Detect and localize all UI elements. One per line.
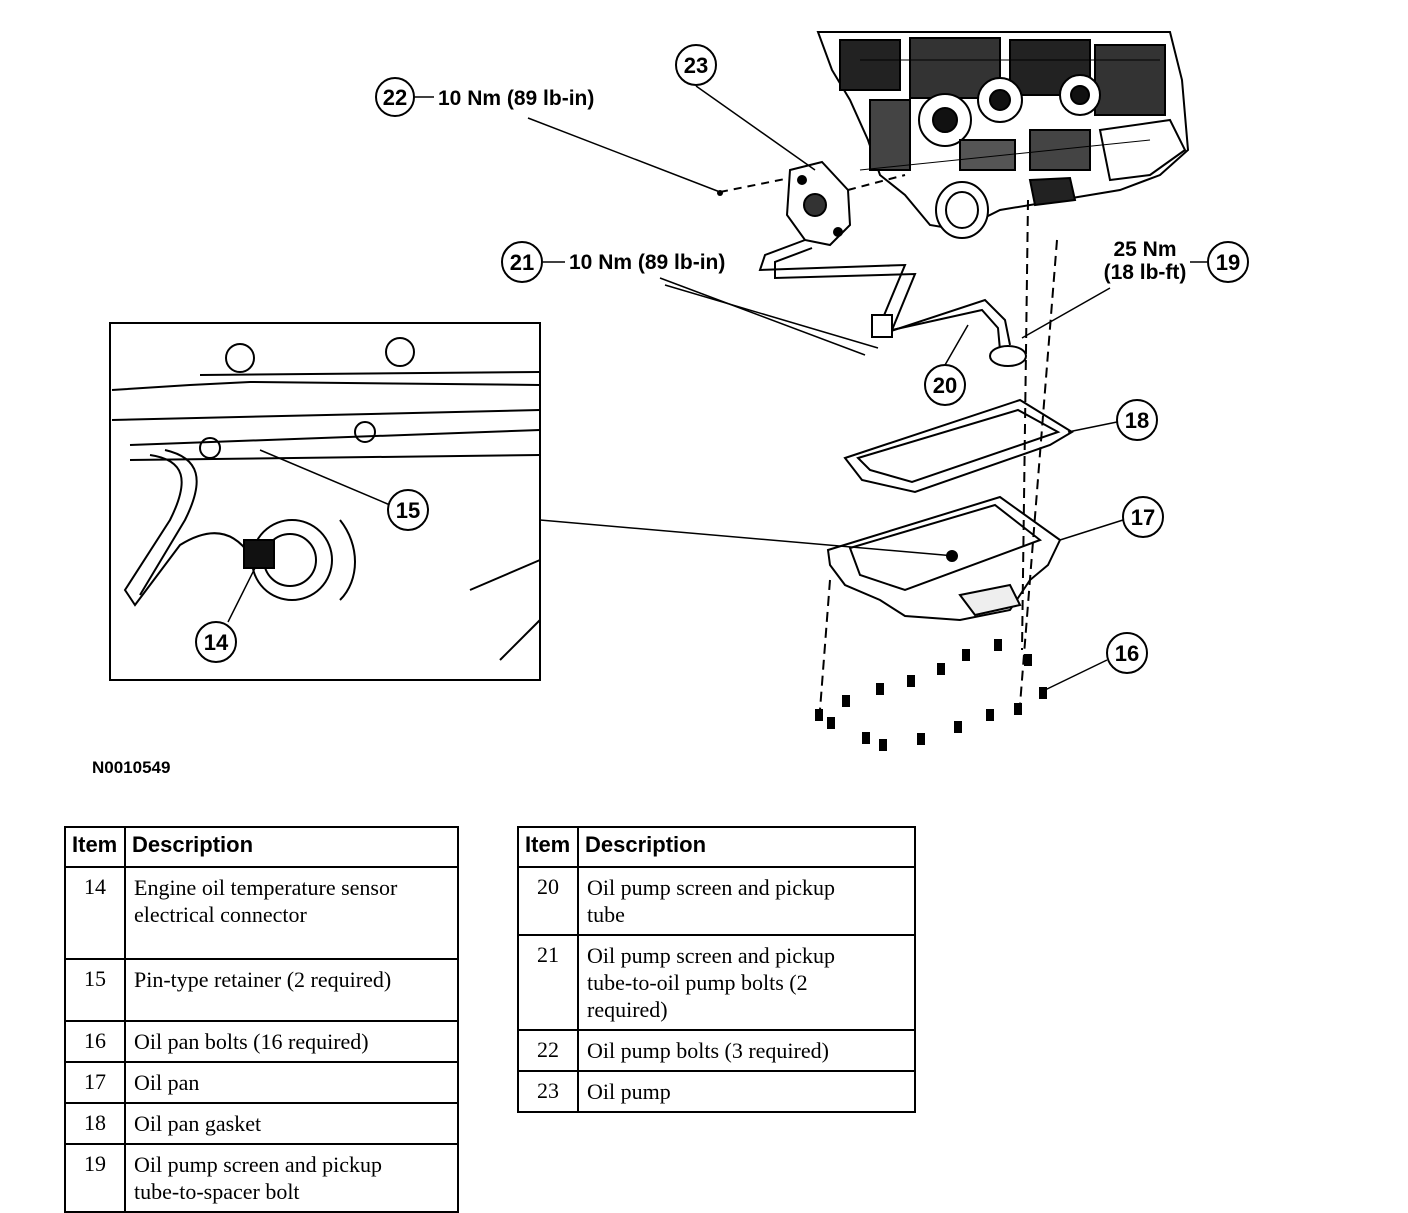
item-number: 16 [64,1020,126,1063]
callout-21: 21 [501,241,543,283]
table-row: 17 Oil pan [64,1061,459,1104]
item-description: Oil pan bolts (16 required) [124,1020,459,1063]
callout-14: 14 [195,621,237,663]
item-number: 19 [64,1143,126,1213]
callout-18: 18 [1116,399,1158,441]
inset-detail [109,322,541,681]
callout-19: 19 [1207,241,1249,283]
oil-pickup-tube [758,239,1027,367]
svg-text:22: 22 [383,85,407,110]
item-number: 18 [64,1102,126,1145]
item-description: Oil pump bolts (3 required) [577,1029,916,1072]
torque-spec-22: 10 Nm (89 lb-in) [438,87,594,110]
svg-text:15: 15 [396,498,420,523]
table-row: 15 Pin-type retainer (2 required) [64,958,459,1022]
item-number: 23 [517,1070,579,1113]
callout-16: 16 [1106,632,1148,674]
header-description: Description [124,826,459,868]
item-number: 15 [64,958,126,1022]
item-description: Oil pan gasket [124,1102,459,1145]
callout-23: 23 [675,44,717,86]
svg-text:14: 14 [204,630,229,655]
item-number: 14 [64,866,126,960]
callout-22: 22 [375,77,415,117]
oil-pan-bolts [815,639,1047,751]
legend-table-left: Item Description 14 Engine oil temperatu… [64,826,459,1213]
oil-pump [785,160,852,247]
header-description: Description [577,826,916,868]
item-number: 22 [517,1029,579,1072]
callout-15: 15 [387,489,429,531]
item-number: 20 [517,866,579,936]
item-number: 21 [517,934,579,1031]
svg-text:19: 19 [1216,250,1240,275]
figure-id: N0010549 [92,758,171,777]
legend-header-row: Item Description [517,826,916,868]
svg-text:21: 21 [510,250,534,275]
callout-20: 20 [924,364,966,406]
table-row: 23 Oil pump [517,1070,916,1113]
header-item: Item [517,826,579,868]
item-description: Pin-type retainer (2 required) [124,958,459,1022]
legend-table-right: Item Description 20 Oil pump screen and … [517,826,916,1113]
table-row: 16 Oil pan bolts (16 required) [64,1020,459,1063]
item-description: Oil pan [124,1061,459,1104]
oil-pan [826,495,1062,622]
engine-block [816,31,1190,239]
legend-header-row: Item Description [64,826,459,868]
torque-spec-19-value: 25 Nm [1113,238,1176,261]
svg-text:23: 23 [684,53,708,78]
item-description: Oil pump [577,1070,916,1113]
oil-pan-gasket [843,398,1074,494]
svg-text:18: 18 [1125,408,1149,433]
callout-17: 17 [1122,496,1164,538]
torque-spec-21: 10 Nm (89 lb-in) [569,251,725,274]
svg-text:16: 16 [1115,641,1139,666]
header-item: Item [64,826,126,868]
table-row: 22 Oil pump bolts (3 required) [517,1029,916,1072]
torque-spec-19-imperial: (18 lb-ft) [1104,261,1187,284]
svg-text:17: 17 [1131,505,1155,530]
svg-text:20: 20 [933,373,957,398]
table-row: 18 Oil pan gasket [64,1102,459,1145]
exploded-view-diagram: 23 22 21 19 20 18 17 16 15 14 10 Nm (89 … [109,31,1249,751]
item-number: 17 [64,1061,126,1104]
